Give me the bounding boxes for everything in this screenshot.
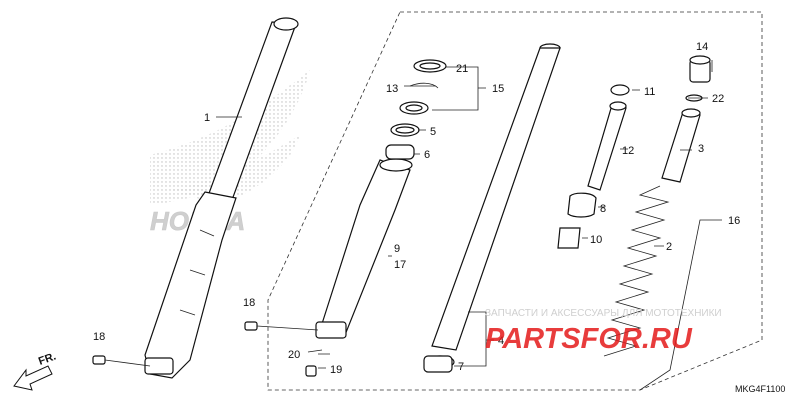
callout-9: 9 <box>394 243 400 255</box>
shop-logo: PARTSFOR.RU <box>485 323 693 355</box>
damper-parts <box>557 84 630 249</box>
seal-stack <box>385 59 447 160</box>
callout-11: 11 <box>644 86 655 98</box>
callout-18-lower: 18 <box>93 331 105 343</box>
callout-14: 14 <box>696 41 708 53</box>
callout-5: 5 <box>430 126 436 138</box>
callout-18-upper: 18 <box>243 297 255 309</box>
bolts <box>92 321 323 377</box>
diagram-code: MKG4F1100 <box>735 384 785 394</box>
leader-lines <box>216 60 722 391</box>
callout-15: 15 <box>492 83 504 95</box>
callout-22: 22 <box>712 93 724 105</box>
fork-slider <box>315 158 413 339</box>
shop-watermark: ЗАПЧАСТИ И АКСЕССУАРЫ ДЛЯ МОТОТЕХНИКИ PA… <box>485 308 722 355</box>
callout-6: 6 <box>424 149 430 161</box>
fork-spring <box>603 185 670 357</box>
callout-12: 12 <box>622 145 634 157</box>
callout-13: 13 <box>386 83 398 95</box>
callout-20: 20 <box>288 349 300 361</box>
callout-labels: 1 21 13 15 5 6 9 17 14 11 22 12 3 8 16 1… <box>93 41 740 376</box>
callout-21: 21 <box>456 63 468 75</box>
callout-17: 17 <box>394 259 406 271</box>
callout-7: 7 <box>458 361 464 373</box>
inner-tube <box>423 43 561 373</box>
callout-8: 8 <box>600 203 606 215</box>
callout-19: 19 <box>330 364 342 376</box>
callout-3: 3 <box>698 143 704 155</box>
callout-2: 2 <box>666 241 672 253</box>
front-arrow-icon <box>13 365 53 391</box>
callout-16: 16 <box>728 215 740 227</box>
shop-tagline: ЗАПЧАСТИ И АКСЕССУАРЫ ДЛЯ МОТОТЕХНИКИ <box>485 308 722 319</box>
spring-cap-parts <box>661 55 711 183</box>
callout-1: 1 <box>204 112 210 124</box>
front-direction-indicator: FR. <box>13 350 58 391</box>
fork-tube-assembly <box>144 17 299 379</box>
front-label: FR. <box>37 350 58 367</box>
callout-10: 10 <box>590 234 602 246</box>
callout-4: 4 <box>498 335 504 347</box>
